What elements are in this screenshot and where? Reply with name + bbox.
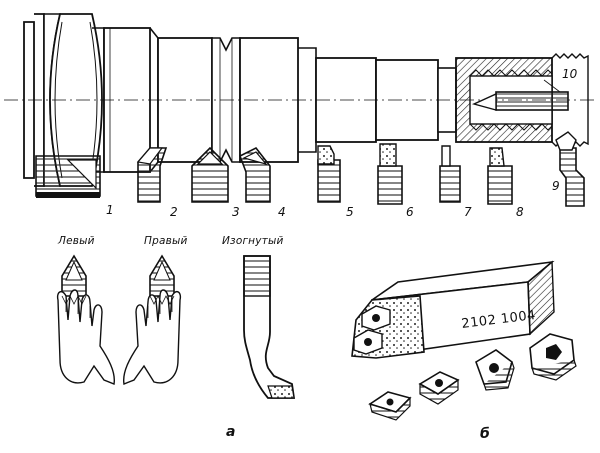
- left-hand: [56, 289, 115, 385]
- label-tool-7: 7: [464, 205, 472, 219]
- right-hand: [123, 289, 182, 385]
- title-right-tool: Правый: [144, 235, 188, 247]
- label-tool-3: 3: [232, 205, 240, 219]
- tool-1: [35, 155, 101, 198]
- insert-hexagon-1: [529, 333, 577, 381]
- right-cutting-tool: [149, 254, 175, 297]
- left-cutting-tool: [61, 254, 87, 297]
- tool-6: [377, 143, 403, 205]
- tool-5: [317, 145, 341, 203]
- label-tool-4: 4: [278, 205, 286, 219]
- caption-b: б: [480, 426, 490, 442]
- insert-square: [418, 371, 460, 405]
- label-tool-9: 9: [552, 179, 560, 193]
- label-tool-10: 10: [562, 67, 578, 81]
- tool-8: [487, 147, 513, 205]
- label-tool-2: 2: [170, 205, 178, 219]
- tool-7: [439, 145, 461, 203]
- tool-3: [191, 146, 229, 203]
- title-left-tool: Левый: [57, 235, 95, 247]
- insert-pentagon: [475, 349, 515, 391]
- bent-cutting-tool: [243, 255, 296, 399]
- tool-4: [238, 146, 271, 203]
- caption-a: а: [226, 424, 235, 440]
- label-tool-8: 8: [516, 205, 524, 219]
- label-tool-6: 6: [406, 205, 414, 219]
- tool-2: [136, 147, 168, 203]
- tool-9: [555, 131, 585, 207]
- tool-holder: 2102 1004: [351, 260, 555, 359]
- tool-10: [471, 79, 569, 111]
- title-bent-tool: Изогнутый: [222, 235, 284, 247]
- label-tool-5: 5: [346, 205, 354, 219]
- label-tool-1: 1: [106, 203, 114, 217]
- insert-trigon: [368, 391, 412, 421]
